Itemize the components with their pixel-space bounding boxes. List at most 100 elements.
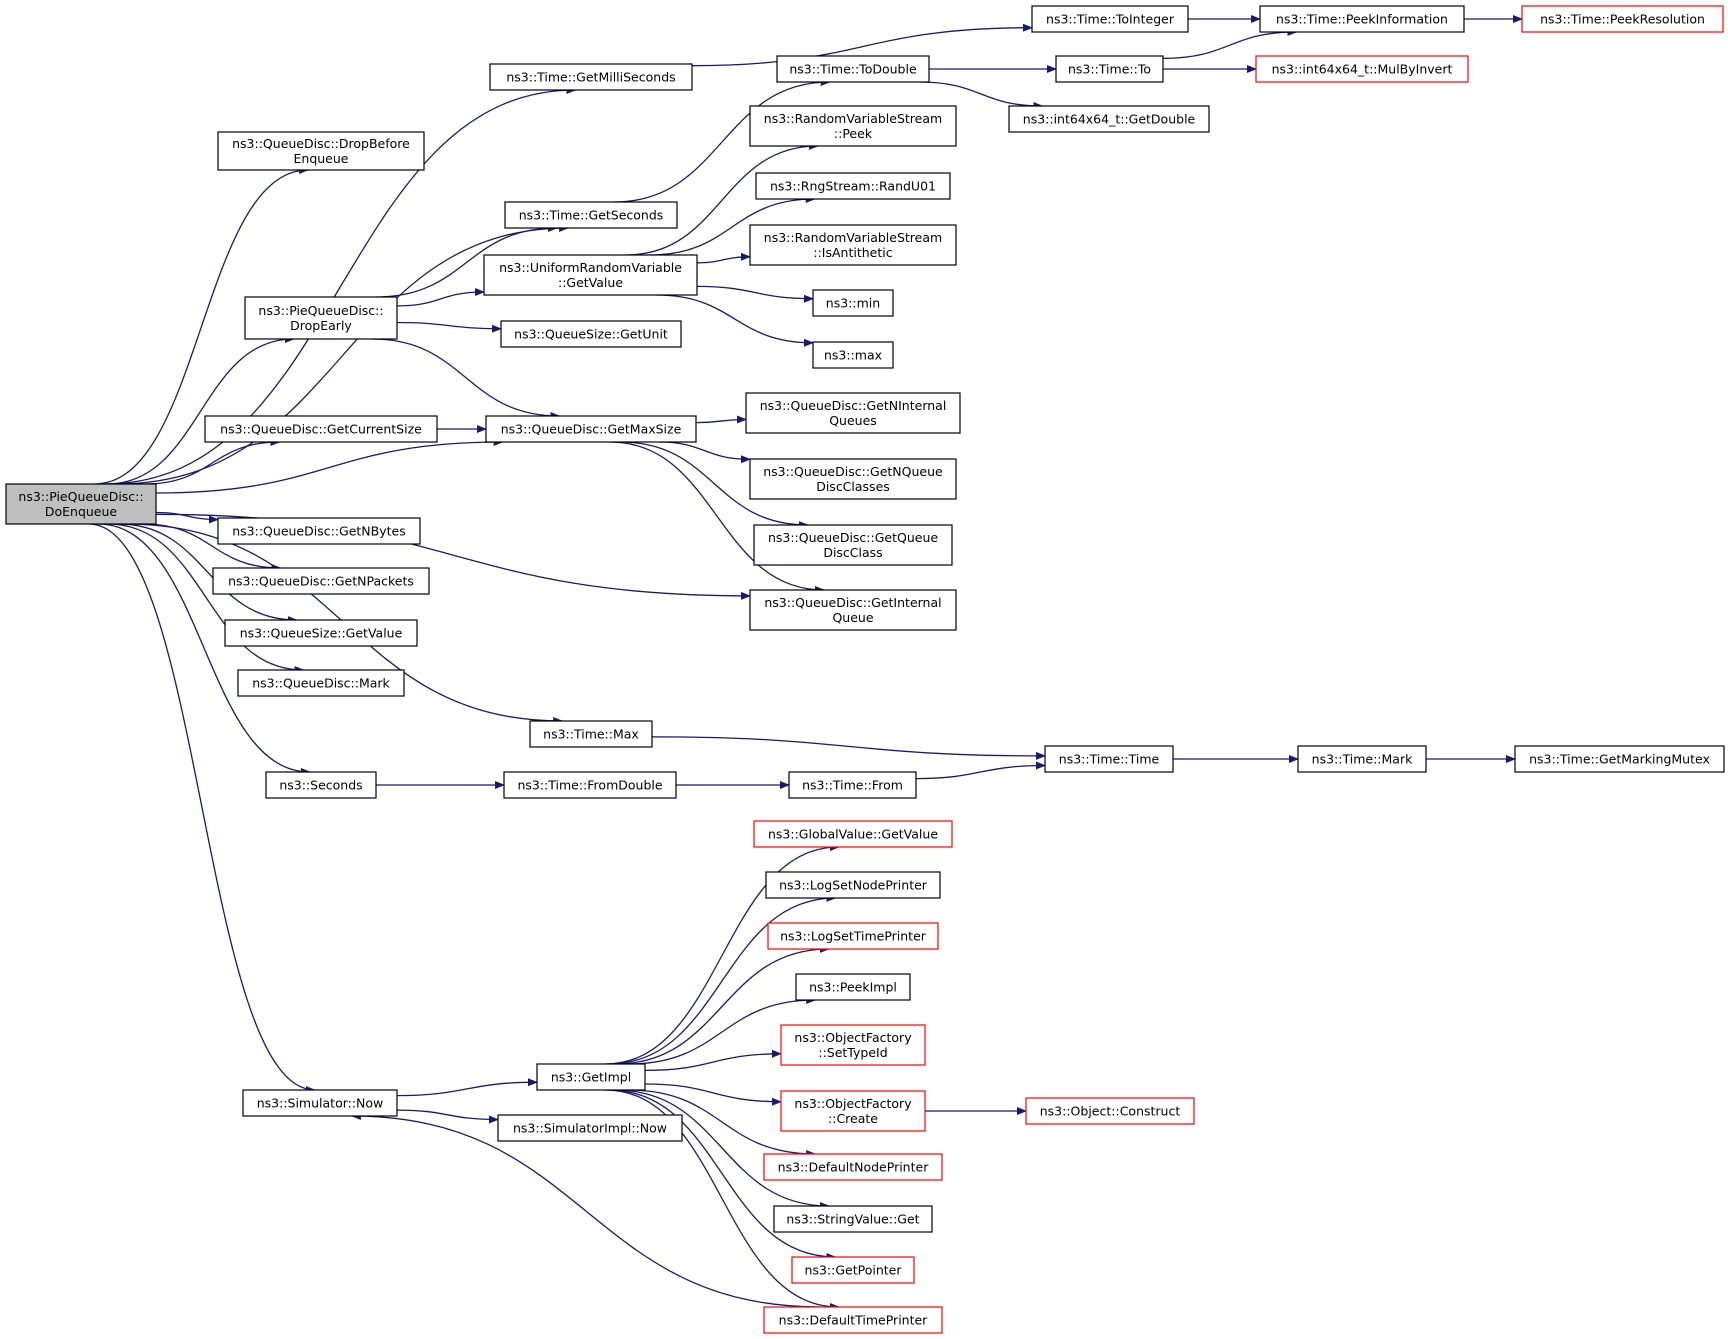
- node-peekres[interactable]: ns3::Time::PeekResolution: [1521, 5, 1724, 33]
- node-mark[interactable]: ns3::QueueDisc::Mark: [237, 669, 405, 697]
- node-getmilliseconds[interactable]: ns3::Time::GetMilliSeconds: [489, 63, 693, 91]
- node-box[interactable]: [1008, 105, 1210, 133]
- node-box[interactable]: [503, 771, 677, 799]
- node-box[interactable]: [755, 172, 951, 200]
- node-box[interactable]: [776, 55, 930, 83]
- node-box[interactable]: [749, 105, 957, 147]
- node-box[interactable]: [265, 771, 377, 799]
- node-box[interactable]: [795, 973, 911, 1001]
- node-getcurrentsize[interactable]: ns3::QueueDisc::GetCurrentSize: [204, 415, 438, 443]
- node-getseconds[interactable]: ns3::Time::GetSeconds: [504, 201, 678, 229]
- node-seconds[interactable]: ns3::Seconds: [265, 771, 377, 799]
- node-box[interactable]: [489, 63, 693, 91]
- node-deftimeprinter[interactable]: ns3::DefaultTimePrinter: [763, 1306, 943, 1334]
- node-box[interactable]: [812, 341, 894, 369]
- node-box[interactable]: [812, 289, 894, 317]
- node-isanti[interactable]: ns3::RandomVariableStream::IsAntithetic: [749, 224, 957, 266]
- node-getnpackets[interactable]: ns3::QueueDisc::GetNPackets: [212, 567, 430, 595]
- node-dropearly[interactable]: ns3::PieQueueDisc::DropEarly: [244, 296, 398, 340]
- node-todouble[interactable]: ns3::Time::ToDouble: [776, 55, 930, 83]
- node-logtimeprinter[interactable]: ns3::LogSetTimePrinter: [767, 922, 939, 950]
- node-box[interactable]: [780, 1024, 926, 1066]
- node-urvgetvalue[interactable]: ns3::UniformRandomVariable::GetValue: [483, 254, 698, 296]
- node-box[interactable]: [749, 224, 957, 266]
- node-box[interactable]: [497, 1114, 683, 1142]
- node-box[interactable]: [217, 517, 421, 545]
- node-box[interactable]: [483, 254, 698, 296]
- node-stringvalueget[interactable]: ns3::StringValue::Get: [773, 1205, 933, 1233]
- node-box[interactable]: [763, 1306, 943, 1334]
- node-qsgetvalue[interactable]: ns3::QueueSize::GetValue: [224, 619, 418, 647]
- node-box[interactable]: [765, 871, 941, 899]
- node-randu01[interactable]: ns3::RngStream::RandU01: [755, 172, 951, 200]
- node-box[interactable]: [5, 483, 157, 525]
- node-box[interactable]: [485, 415, 697, 443]
- node-box[interactable]: [763, 1153, 943, 1181]
- node-ofsettypeid[interactable]: ns3::ObjectFactory::SetTypeId: [780, 1024, 926, 1066]
- node-box[interactable]: [745, 392, 961, 434]
- node-box[interactable]: [753, 820, 953, 848]
- node-fromdouble[interactable]: ns3::Time::FromDouble: [503, 771, 677, 799]
- node-gvgetvalue[interactable]: ns3::GlobalValue::GetValue: [753, 820, 953, 848]
- node-box[interactable]: [749, 589, 957, 631]
- node-simimplnow[interactable]: ns3::SimulatorImpl::Now: [497, 1114, 683, 1142]
- node-box[interactable]: [773, 1205, 933, 1233]
- node-box[interactable]: [767, 922, 939, 950]
- node-box[interactable]: [791, 1256, 915, 1284]
- node-box[interactable]: [1521, 5, 1724, 33]
- node-from[interactable]: ns3::Time::From: [788, 771, 917, 799]
- node-box[interactable]: [536, 1063, 646, 1091]
- node-mulbyinvert[interactable]: ns3::int64x64_t::MulByInvert: [1255, 55, 1469, 83]
- node-box[interactable]: [500, 320, 682, 348]
- node-box[interactable]: [1044, 745, 1174, 773]
- node-box[interactable]: [749, 458, 957, 500]
- node-simnow[interactable]: ns3::Simulator::Now: [242, 1089, 398, 1117]
- node-box[interactable]: [1031, 5, 1189, 33]
- node-box[interactable]: [242, 1089, 398, 1117]
- node-max[interactable]: ns3::max: [812, 341, 894, 369]
- node-to[interactable]: ns3::Time::To: [1055, 55, 1164, 83]
- node-box[interactable]: [1514, 745, 1725, 773]
- node-box[interactable]: [212, 567, 430, 595]
- node-box[interactable]: [217, 131, 425, 171]
- node-peekinfo[interactable]: ns3::Time::PeekInformation: [1259, 5, 1465, 33]
- node-timemark[interactable]: ns3::Time::Mark: [1297, 745, 1427, 773]
- node-getpointer[interactable]: ns3::GetPointer: [791, 1256, 915, 1284]
- node-box[interactable]: [244, 296, 398, 340]
- node-box[interactable]: [204, 415, 438, 443]
- node-box[interactable]: [237, 669, 405, 697]
- node-getdouble64[interactable]: ns3::int64x64_t::GetDouble: [1008, 105, 1210, 133]
- node-objconstruct[interactable]: ns3::Object::Construct: [1025, 1097, 1195, 1125]
- node-box[interactable]: [1055, 55, 1164, 83]
- node-box[interactable]: [1025, 1097, 1195, 1125]
- node-box[interactable]: [224, 619, 418, 647]
- node-peekimpl[interactable]: ns3::PeekImpl: [795, 973, 911, 1001]
- node-box[interactable]: [1259, 5, 1465, 33]
- node-box[interactable]: [788, 771, 917, 799]
- node-doenqueue[interactable]: ns3::PieQueueDisc::DoEnqueue: [5, 483, 157, 525]
- node-getmarkingmutex[interactable]: ns3::Time::GetMarkingMutex: [1514, 745, 1725, 773]
- node-lognodeprinter[interactable]: ns3::LogSetNodePrinter: [765, 871, 941, 899]
- node-ofcreate[interactable]: ns3::ObjectFactory::Create: [780, 1090, 926, 1132]
- node-rvspeek[interactable]: ns3::RandomVariableStream::Peek: [749, 105, 957, 147]
- node-getunit[interactable]: ns3::QueueSize::GetUnit: [500, 320, 682, 348]
- node-toint[interactable]: ns3::Time::ToInteger: [1031, 5, 1189, 33]
- node-box[interactable]: [529, 720, 653, 748]
- node-getnbytes[interactable]: ns3::QueueDisc::GetNBytes: [217, 517, 421, 545]
- node-timetime[interactable]: ns3::Time::Time: [1044, 745, 1174, 773]
- node-getmaxsize[interactable]: ns3::QueueDisc::GetMaxSize: [485, 415, 697, 443]
- node-getimpl[interactable]: ns3::GetImpl: [536, 1063, 646, 1091]
- node-box[interactable]: [753, 524, 953, 566]
- node-box[interactable]: [1297, 745, 1427, 773]
- node-min[interactable]: ns3::min: [812, 289, 894, 317]
- node-box[interactable]: [1255, 55, 1469, 83]
- node-timemax[interactable]: ns3::Time::Max: [529, 720, 653, 748]
- node-defnodeprinter[interactable]: ns3::DefaultNodePrinter: [763, 1153, 943, 1181]
- node-box[interactable]: [504, 201, 678, 229]
- node-box[interactable]: [780, 1090, 926, 1132]
